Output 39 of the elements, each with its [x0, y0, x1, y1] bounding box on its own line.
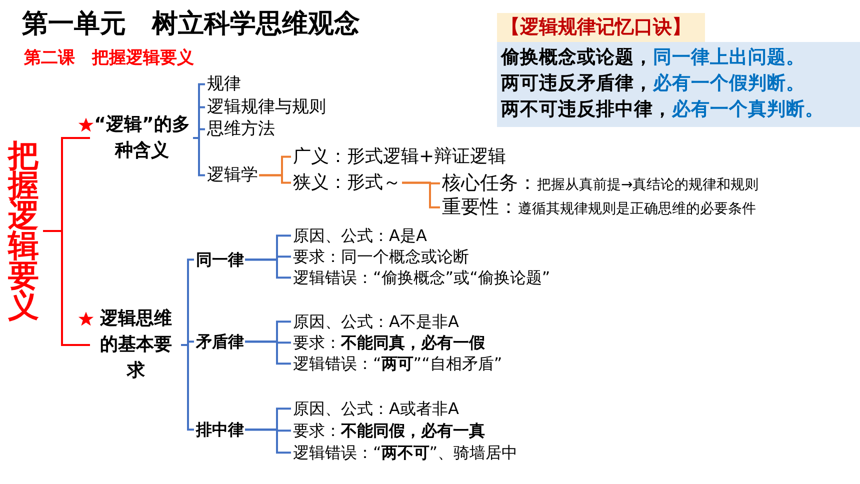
item-text: 逻辑错误：“偷换概念”或“偷换论题” [293, 268, 550, 288]
bracket-line [259, 174, 291, 184]
topic-title: 把握逻辑要义 [8, 141, 42, 321]
item-text: 逻辑错误：“两不可”、骑墙居中 [293, 443, 518, 462]
law-label: 排中律 [196, 420, 244, 440]
item-text: 要求：不能同假，必有一真 [293, 421, 485, 440]
item-text: 原因、公式：A是A [293, 226, 427, 246]
bracket-line [245, 428, 291, 454]
item-text: 规律 [207, 74, 241, 94]
branch-label: 逻辑学 [207, 165, 258, 186]
law-label: 同一律 [196, 250, 244, 270]
item-text: 要求：同一个概念或论断 [293, 247, 469, 266]
mnemonic-line: 偷换概念或论题，同一律上出问题。 [501, 46, 806, 70]
bracket-line [245, 258, 291, 279]
mnemonic-panel [497, 42, 860, 127]
item-text: 狭义：形式～ [293, 172, 401, 194]
item-text: 把握从真前提→真结论的规律和规则 [537, 177, 759, 193]
bracket-line [245, 340, 291, 365]
law-label: 矛盾律 [196, 332, 244, 352]
item-text: 逻辑错误：“两可”“自相矛盾” [293, 354, 502, 374]
item-text: 原因、公式：A不是非A [293, 312, 459, 332]
lesson-subtitle: 第二课 把握逻辑要义 [24, 47, 194, 69]
heading-banner: 【逻辑规律记忆口诀】 [497, 13, 705, 42]
branch-heading: “逻辑”的多种含义 [92, 112, 192, 164]
mnemonic-line: 两不可违反排中律，必有一个真判断。 [501, 98, 825, 122]
item-label: 核心任务： [442, 172, 537, 194]
item-text: 逻辑规律与规则 [207, 97, 326, 118]
mnemonic-line: 两可违反矛盾律，必有一个假判断。 [501, 72, 806, 96]
page-title: 第一单元 树立科学思维观念 [22, 8, 360, 41]
item-text: 原因、公式：A或者非A [293, 399, 459, 418]
item-text: 要求：不能同真，必有一假 [293, 333, 485, 352]
bracket-line [402, 182, 440, 208]
item-label: 重要性： [442, 196, 518, 218]
bracket-line [193, 137, 205, 176]
item-text: 遵循其规律规则是正确思维的必要条件 [518, 201, 756, 217]
branch-heading: 逻辑思维的基本要求 [92, 306, 180, 384]
bracket-line [43, 230, 90, 346]
item-text: 思维方法 [207, 119, 275, 140]
item-text: 广义：形式逻辑+辩证逻辑 [293, 146, 506, 168]
